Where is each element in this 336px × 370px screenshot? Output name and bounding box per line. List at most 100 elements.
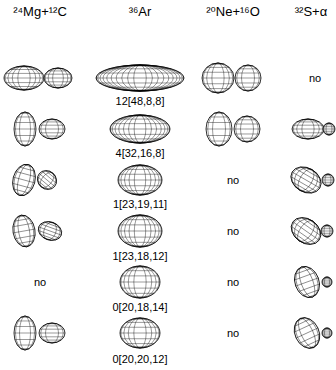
shape-label: 0[20,18,14] bbox=[112, 301, 167, 313]
parallel-line bbox=[306, 167, 317, 173]
ellipsoid-wireframe bbox=[10, 213, 37, 248]
meridian-line bbox=[287, 213, 325, 250]
parallel-line bbox=[47, 323, 57, 324]
parallel-line bbox=[39, 333, 65, 334]
parallel-line bbox=[242, 116, 252, 117]
ellipsoid-outline bbox=[321, 225, 333, 237]
parallel-line bbox=[109, 68, 171, 69]
parallel-line bbox=[48, 85, 68, 86]
parallel-line bbox=[120, 237, 161, 238]
ellipsoid-wireframe bbox=[9, 162, 39, 199]
parallel-line bbox=[132, 216, 149, 217]
parallel-line bbox=[235, 133, 259, 134]
parallel-line bbox=[206, 129, 232, 130]
parallel-line bbox=[37, 180, 48, 189]
parallel-line bbox=[238, 119, 256, 120]
parallel-line bbox=[15, 235, 35, 239]
parallel-line bbox=[295, 187, 306, 193]
parallel-line bbox=[322, 177, 333, 178]
parallel-line bbox=[18, 241, 33, 244]
parallel-line bbox=[122, 338, 159, 339]
parallel-line bbox=[16, 193, 24, 195]
parallel-line bbox=[207, 122, 231, 123]
parallel-line bbox=[96, 78, 184, 79]
parallel-line bbox=[132, 267, 147, 268]
meridian-line bbox=[290, 215, 322, 248]
ellipsoid-wireframe bbox=[322, 174, 334, 186]
meridian-line bbox=[121, 318, 159, 348]
parallel-line bbox=[207, 67, 230, 68]
parallel-line bbox=[321, 233, 332, 234]
parallel-line bbox=[210, 141, 228, 142]
ellipsoid-outline bbox=[36, 218, 65, 243]
parallel-line bbox=[53, 87, 64, 88]
ellipsoid-outline bbox=[322, 277, 332, 287]
column-header: ²⁴Mg+¹²C bbox=[13, 5, 67, 19]
parallel-line bbox=[43, 325, 61, 326]
parallel-line bbox=[236, 82, 260, 83]
parallel-line bbox=[299, 284, 320, 292]
shape-label: 4[32,16,8] bbox=[116, 147, 165, 159]
shape-label: 1[23,19,11] bbox=[113, 198, 167, 210]
parallel-line bbox=[132, 346, 147, 347]
parallel-line bbox=[210, 116, 228, 117]
meridian-line bbox=[119, 165, 162, 195]
shape-label: no bbox=[227, 276, 239, 288]
parallel-line bbox=[322, 333, 332, 334]
parallel-line bbox=[49, 171, 55, 176]
ellipsoid-wireframe bbox=[286, 162, 326, 199]
parallel-line bbox=[243, 90, 253, 91]
ellipsoid-wireframe bbox=[14, 316, 36, 350]
ellipsoid-outline bbox=[110, 115, 170, 143]
ellipsoid-wireframe bbox=[289, 313, 324, 352]
parallel-line bbox=[295, 319, 310, 326]
ellipsoid-wireframe bbox=[323, 123, 335, 135]
meridian-line bbox=[5, 66, 43, 90]
meridian-line bbox=[11, 162, 38, 198]
parallel-line bbox=[46, 171, 57, 180]
parallel-line bbox=[132, 245, 149, 246]
parallel-line bbox=[203, 83, 233, 84]
meridian-line bbox=[12, 214, 36, 249]
parallel-line bbox=[13, 223, 33, 227]
parallel-line bbox=[212, 64, 224, 65]
ellipsoid-outline bbox=[9, 162, 39, 199]
parallel-line bbox=[292, 129, 324, 130]
parallel-line bbox=[43, 237, 52, 240]
parallel-line bbox=[112, 134, 167, 135]
parallel-line bbox=[13, 229, 35, 233]
ellipsoid-wireframe bbox=[34, 167, 61, 194]
parallel-line bbox=[17, 116, 33, 117]
parallel-line bbox=[292, 172, 320, 188]
parallel-line bbox=[41, 224, 62, 232]
parallel-line bbox=[129, 116, 152, 117]
parallel-line bbox=[126, 322, 154, 323]
parallel-line bbox=[13, 183, 33, 188]
parallel-line bbox=[38, 177, 52, 189]
parallel-line bbox=[47, 138, 57, 139]
parallel-line bbox=[323, 235, 331, 236]
ellipsoid-wireframe bbox=[202, 63, 234, 93]
parallel-line bbox=[44, 78, 72, 79]
parallel-line bbox=[235, 124, 259, 125]
parallel-line bbox=[304, 340, 319, 347]
parallel-line bbox=[212, 91, 224, 92]
parallel-line bbox=[322, 334, 331, 335]
ellipsoid-wireframe bbox=[286, 212, 326, 250]
parallel-line bbox=[123, 65, 157, 66]
parallel-line bbox=[214, 113, 224, 114]
ellipsoid-wireframe bbox=[321, 225, 333, 237]
shape-label: 0[20,20,12] bbox=[112, 353, 167, 365]
ellipsoid-outline bbox=[322, 174, 334, 186]
parallel-line bbox=[295, 268, 311, 274]
parallel-line bbox=[124, 219, 155, 220]
parallel-line bbox=[327, 134, 332, 135]
parallel-line bbox=[132, 193, 149, 194]
parallel-line bbox=[296, 278, 319, 286]
parallel-line bbox=[99, 73, 180, 74]
ellipsoid-outline bbox=[4, 66, 44, 90]
ellipsoid-wireframe bbox=[39, 323, 65, 343]
ellipsoid-wireframe bbox=[206, 112, 232, 146]
parallel-line bbox=[13, 177, 34, 183]
parallel-line bbox=[118, 231, 162, 232]
